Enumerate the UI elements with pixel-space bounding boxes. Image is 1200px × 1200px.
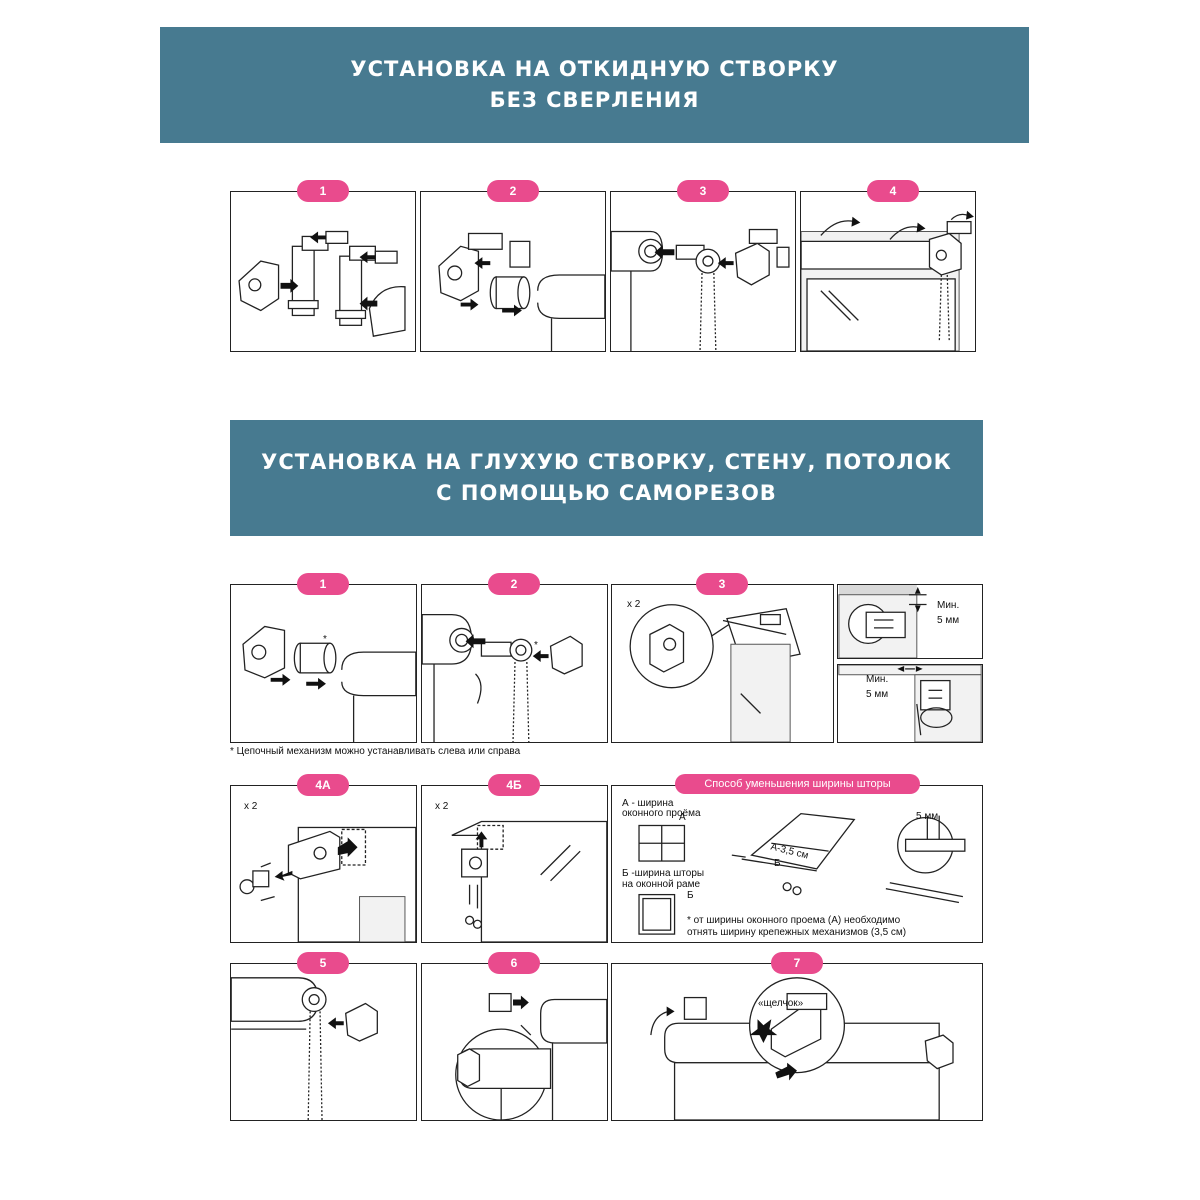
s1-step1-badge: 1	[297, 180, 349, 202]
s1-step3-badge: 3	[677, 180, 729, 202]
s2-step4b-times2: х 2	[435, 801, 448, 813]
s2-step3-times2: х 2	[627, 599, 640, 611]
s2-step5-badge: 5	[297, 952, 349, 974]
s2-step4a-times2: х 2	[244, 801, 257, 813]
s2-step4a-badge: 4А	[297, 774, 349, 796]
s2-step1-panel	[230, 584, 417, 743]
s2-step2-panel	[421, 584, 608, 743]
s1-step2-badge: 2	[487, 180, 539, 202]
s2-reduce-b-letter: Б	[774, 858, 781, 870]
s2-margin-top-label: Мин.	[937, 600, 959, 612]
s2-margin-side-label: Мин.	[866, 674, 888, 686]
s2-reduce-title: Способ уменьшения ширины шторы	[675, 774, 920, 794]
s1-step2-panel	[420, 191, 606, 352]
s2-step5-panel	[230, 963, 417, 1121]
section2-banner: УСТАНОВКА НА ГЛУХУЮ СТВОРКУ, СТЕНУ, ПОТО…	[230, 420, 983, 536]
section2-title-line1: УСТАНОВКА НА ГЛУХУЮ СТВОРКУ, СТЕНУ, ПОТО…	[261, 447, 952, 478]
s2-step2-badge: 2	[488, 573, 540, 595]
s2-footnote: * Цепочный механизм можно устанавливать …	[230, 746, 520, 757]
s2-step6-badge: 6	[488, 952, 540, 974]
s2-reduce-a-line2: оконного проёма	[622, 808, 701, 820]
s2-reduce-note1: * от ширины оконного проема (А) необходи…	[687, 915, 900, 927]
section1-banner: УСТАНОВКА НА ОТКИДНУЮ СТВОРКУ БЕЗ СВЕРЛЕ…	[160, 27, 1029, 143]
s2-reduce-five-mm: 5 мм	[916, 811, 938, 823]
section1-title-line2: БЕЗ СВЕРЛЕНИЯ	[490, 85, 700, 116]
s2-step4b-panel	[421, 785, 608, 943]
s2-margin-top-panel	[837, 584, 983, 659]
section2-title-line2: С ПОМОЩЬЮ САМОРЕЗОВ	[436, 478, 777, 509]
s2-reduce-note2: отнять ширину крепежных механизмов (3,5 …	[687, 927, 906, 939]
s2-reduce-b-letter-small: Б	[687, 890, 694, 902]
s2-step7-panel	[611, 963, 983, 1121]
s1-step3-panel	[610, 191, 796, 352]
s1-step4-panel	[800, 191, 976, 352]
s2-step7-badge: 7	[771, 952, 823, 974]
s2-margin-side-panel	[837, 664, 983, 743]
s1-step4-badge: 4	[867, 180, 919, 202]
s2-step1-asterisk: *	[323, 634, 327, 646]
s2-margin-side-value: 5 мм	[866, 689, 888, 701]
s2-step7-click: «щелчок»	[758, 998, 803, 1010]
section1-title-line1: УСТАНОВКА НА ОТКИДНУЮ СТВОРКУ	[350, 54, 838, 85]
s2-step2-asterisk: *	[534, 640, 538, 652]
s2-step6-panel	[421, 963, 608, 1121]
s2-step4a-panel	[230, 785, 417, 943]
s2-reduce-a-letter: А	[679, 812, 686, 824]
s2-step1-badge: 1	[297, 573, 349, 595]
s2-step3-badge: 3	[696, 573, 748, 595]
s1-step1-panel	[230, 191, 416, 352]
s2-step4b-badge: 4Б	[488, 774, 540, 796]
s2-margin-top-value: 5 мм	[937, 615, 959, 627]
s2-step3-panel	[611, 584, 834, 743]
